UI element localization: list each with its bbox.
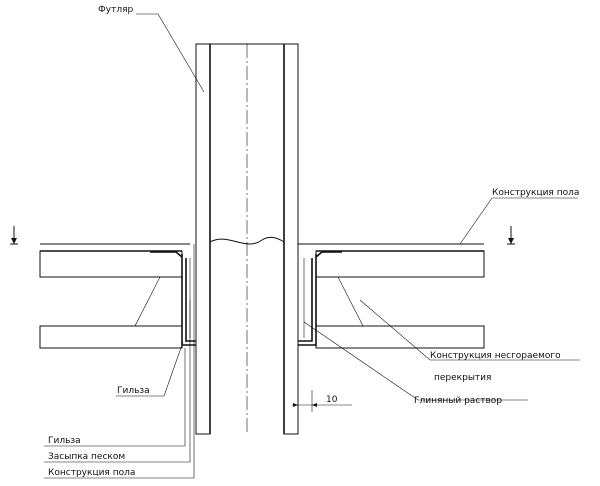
label-slab-line2: перекрытия: [434, 373, 491, 383]
slab-upper-right: [315, 250, 485, 278]
slab-lower-left: [39, 325, 183, 349]
case-wall-right: [283, 43, 299, 435]
sand-fill-right: [315, 276, 364, 327]
label-floor-structure: Конструкция пола: [492, 188, 579, 198]
slab: [39, 250, 485, 349]
label-clay-mortar: Глиняный раствор: [414, 396, 502, 406]
slab-lower-right: [315, 325, 485, 349]
sleeve: [150, 251, 342, 346]
legend-item-sand-fill: Засыпка песком: [48, 452, 125, 462]
floor-layer: [10, 226, 515, 245]
legend-item-sleeve: Гильза: [48, 436, 81, 446]
legend: Гильза Засыпка песком Конструкция пола: [44, 436, 194, 479]
pipe-assembly: [195, 43, 299, 435]
label-sleeve-left: Гильза: [117, 386, 150, 396]
legend-item-floor-structure: Конструкция пола: [48, 468, 135, 478]
break-line: [209, 236, 285, 245]
slab-upper-left: [39, 250, 183, 278]
annotations: Футляр Конструкция пола Конструкция несг…: [98, 5, 580, 478]
case-wall-left: [195, 43, 211, 435]
sand-fill: [134, 276, 364, 327]
dimension-label: 10: [326, 395, 338, 405]
label-slab-line1: Конструкция несгораемого: [430, 351, 561, 361]
label-case: Футляр: [98, 5, 133, 15]
dimension: 10: [292, 390, 352, 412]
sand-fill-left: [134, 276, 183, 327]
